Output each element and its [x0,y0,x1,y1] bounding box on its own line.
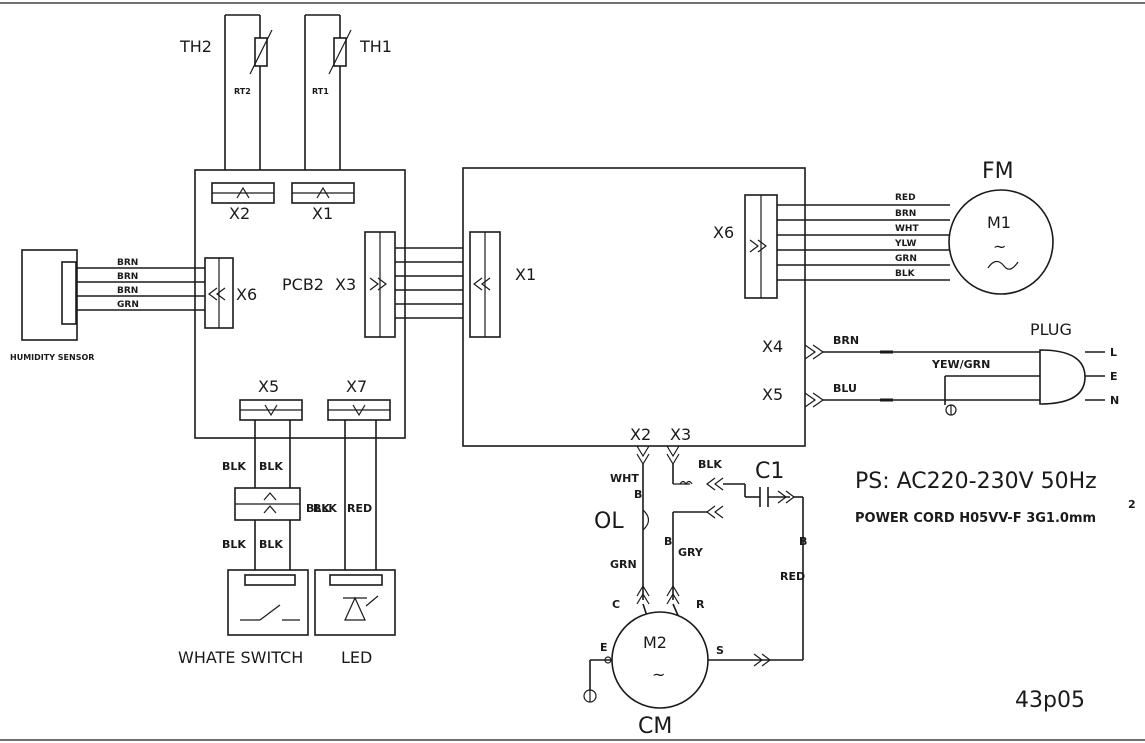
svg-text:S: S [716,644,724,657]
svg-text:RED: RED [780,570,805,583]
earth-wire-label: YEW/GRN [931,358,990,371]
pcb2-connector-x5: X5 [239,377,303,421]
rt1-label: RT1 [312,87,329,96]
svg-text:BLK: BLK [222,538,246,551]
pcb2-connector-x3 [364,231,396,338]
pcb2-x3-label: X3 [335,275,356,294]
svg-text:BLK: BLK [698,458,722,471]
compressor-circuit: X2 X3 WHT B OL GRN C BLK C1 B RED [583,425,807,739]
svg-text:M2: M2 [643,633,667,652]
power-wire-brn: BRN [833,334,859,347]
fan-wire-3: WHT [895,224,919,234]
pcb2-connector-x2: X2 [211,182,275,223]
svg-text:C: C [612,598,620,611]
compressor-ac-icon: ~ [652,665,665,684]
fan-motor-fm: FM M1 ~ [948,159,1054,295]
led-wiring: BLK RED LED [313,420,396,667]
rt2-label: RT2 [234,87,251,96]
svg-text:BLK: BLK [222,460,246,473]
board-bus-wires [395,247,470,319]
diagram-code: 43p05 [1015,688,1085,713]
svg-text:X2: X2 [229,204,250,223]
svg-text:X3: X3 [670,425,691,444]
svg-text:X1: X1 [312,204,333,223]
svg-text:X1: X1 [515,265,536,284]
svg-text:BLK: BLK [306,502,330,515]
water-switch-wiring: BLK BLK BLK BLK BLK WHATE SWITCH [178,420,330,667]
fan-motor-wires: RED BRN WHT YLW GRN BLK [777,193,950,281]
fan-wire-5: GRN [895,254,917,264]
svg-text:E: E [1110,370,1118,383]
svg-text:B: B [634,488,642,501]
fan-wire-6: BLK [895,269,916,279]
fan-wire-1: RED [895,193,916,203]
led-label: LED [341,648,372,667]
pcb2-connector-x1: X1 [291,182,355,223]
svg-text:B: B [664,535,672,548]
svg-text:BLK: BLK [259,538,283,551]
power-wiring: X4 X5 BRN BLU YEW/GRN [762,334,1040,416]
svg-text:X5: X5 [258,377,279,396]
led-diode-icon [344,596,366,621]
svg-text:B: B [799,535,807,548]
svg-text:RED: RED [347,502,372,515]
fan-wire-4: YLW [894,239,917,249]
water-switch-label: WHATE SWITCH [178,648,303,667]
svg-text:X5: X5 [762,385,783,404]
pcb2-connector-x6: X6 [204,257,257,329]
pcb2-connector-x7: X7 [327,377,391,421]
svg-text:X4: X4 [762,337,783,356]
svg-text:N: N [1110,394,1119,407]
svg-text:FM: FM [982,159,1014,184]
power-plug: PLUG L E N [1030,320,1119,407]
humidity-wire-1: BRN [117,258,138,268]
power-cord-superscript: 2 [1128,498,1136,511]
power-supply-note: PS: AC220-230V 50Hz [855,469,1097,494]
svg-text:X6: X6 [236,285,257,304]
overload-label: OL [594,509,624,534]
main-connector-x6: X6 [713,194,778,299]
humidity-wire-2: BRN [117,272,138,282]
svg-text:M1: M1 [987,213,1011,232]
svg-text:GRN: GRN [610,558,637,571]
compressor-motor [611,611,709,709]
capacitor-label: C1 [755,459,784,484]
humidity-wire-3: BRN [117,286,138,296]
svg-text:WHT: WHT [610,472,639,485]
power-wire-blu: BLU [833,382,857,395]
fan-wire-2: BRN [895,209,916,219]
th2-label: TH2 [179,37,212,56]
thermistor-th2: TH2 RT2 [179,14,273,170]
compressor-label: CM [638,714,672,739]
svg-text:PLUG: PLUG [1030,320,1072,339]
svg-text:GRY: GRY [678,546,704,559]
svg-text:X7: X7 [346,377,367,396]
svg-text:BLK: BLK [313,502,337,515]
pcb2-label: PCB2 [282,275,324,294]
thermistor-th1: TH1 RT1 [304,14,392,170]
switch-contact-icon [259,604,281,621]
overload-protector-icon [642,509,650,531]
power-cord-note: POWER CORD H05VV-F 3G1.0mm [855,511,1096,526]
svg-text:X2: X2 [630,425,651,444]
th1-label: TH1 [359,37,392,56]
svg-text:L: L [1110,346,1117,359]
svg-text:X6: X6 [713,223,734,242]
humidity-wire-4: GRN [117,300,139,310]
fan-ac-icon: ~ [993,237,1006,256]
humidity-sensor-label: HUMIDITY SENSOR [10,353,94,362]
humidity-sensor: BRN BRN BRN GRN HUMIDITY SENSOR [10,249,205,362]
svg-text:E: E [600,641,608,654]
svg-text:R: R [696,598,705,611]
svg-text:BLK: BLK [259,460,283,473]
main-connector-x1: X1 [469,231,536,338]
